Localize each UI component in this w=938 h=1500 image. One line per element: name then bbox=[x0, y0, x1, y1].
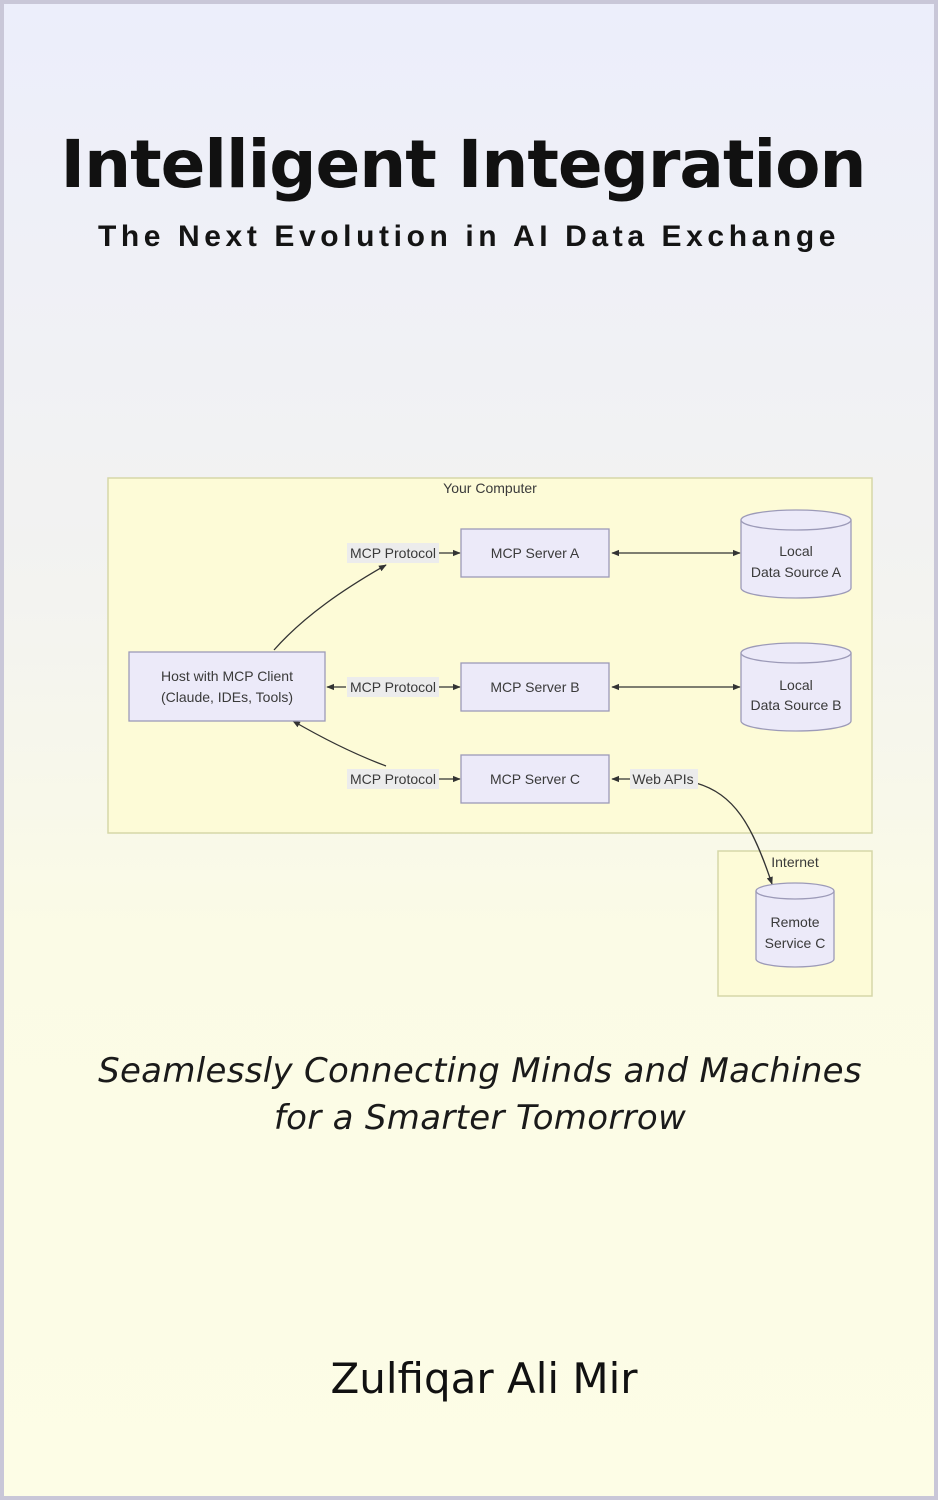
remote-service-c-line1: Remote bbox=[770, 914, 819, 930]
author-name: Zulfiqar Ali Mir bbox=[330, 1354, 638, 1403]
internet-label: Internet bbox=[771, 854, 819, 870]
edge-protocol-c-to-host bbox=[292, 720, 387, 767]
server-c-node bbox=[460, 754, 610, 804]
host-node-line1: Host with MCP Client bbox=[161, 668, 293, 684]
protocol-a-label: MCP Protocol bbox=[350, 545, 436, 561]
tagline-line-1: Seamlessly Connecting Minds and Machines bbox=[98, 1051, 862, 1091]
book-subtitle: The Next Evolution in AI Data Exchange bbox=[97, 220, 841, 253]
web-apis-label: Web APIs bbox=[632, 771, 693, 787]
protocol-b-label: MCP Protocol bbox=[350, 679, 436, 695]
mcp-architecture-diagram: Your Computer Internet MCP Protocol MCP … bbox=[107, 477, 873, 997]
edge-host-to-protocol-a bbox=[273, 564, 387, 651]
server-b-label: MCP Server B bbox=[490, 679, 579, 695]
server-c-label: MCP Server C bbox=[490, 771, 580, 787]
host-node-line2: (Claude, IDEs, Tools) bbox=[161, 689, 293, 705]
remote-service-c-line2: Service C bbox=[765, 935, 826, 951]
your-computer-label: Your Computer bbox=[443, 480, 537, 496]
data-source-b-line1: Local bbox=[779, 677, 812, 693]
data-source-b-cylinder bbox=[740, 642, 852, 732]
protocol-b-label-bg bbox=[347, 677, 439, 697]
host-node bbox=[128, 651, 326, 722]
protocol-a-label-bg bbox=[347, 543, 439, 563]
server-b-node bbox=[460, 662, 610, 712]
book-title: Intelligent Integration bbox=[60, 126, 867, 203]
data-source-a-line1: Local bbox=[779, 543, 812, 559]
edge-web-apis-to-remote bbox=[695, 782, 773, 885]
server-a-label: MCP Server A bbox=[491, 545, 580, 561]
server-a-node bbox=[460, 528, 610, 578]
data-source-a-cylinder bbox=[740, 509, 852, 599]
remote-service-c-cylinder bbox=[755, 882, 835, 968]
protocol-c-label-bg bbox=[347, 769, 439, 789]
web-apis-label-bg bbox=[630, 769, 698, 789]
tagline-line-2: for a Smarter Tomorrow bbox=[273, 1098, 687, 1138]
protocol-c-label: MCP Protocol bbox=[350, 771, 436, 787]
data-source-b-line2: Data Source B bbox=[750, 697, 841, 713]
data-source-a-line2: Data Source A bbox=[751, 564, 842, 580]
